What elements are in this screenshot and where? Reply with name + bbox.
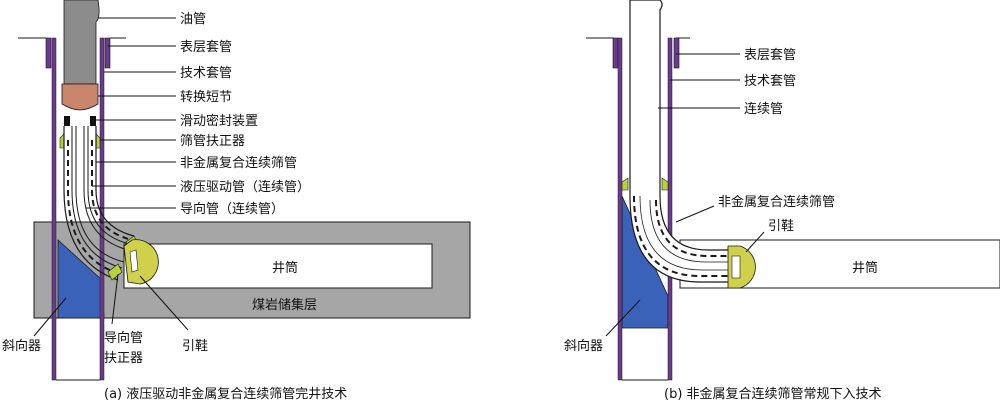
label-guide-shoe-b: 引鞋 <box>768 218 794 234</box>
label-wellbore-a: 井筒 <box>272 260 298 276</box>
label-surface-casing-b: 表层套管 <box>744 47 796 63</box>
oil-tube <box>63 0 100 85</box>
guide-tube-left-a <box>75 126 125 263</box>
lead-whipstock-a <box>33 297 67 337</box>
guide-shoe-b-inner <box>731 255 741 279</box>
label-nonmetal-screen-a: 非金属复合连续筛管 <box>180 155 297 171</box>
screen-tube-inner-a <box>95 126 135 237</box>
label-sliding-seal: 滑动密封装置 <box>180 113 258 129</box>
lead-guide-shoe-a <box>139 275 189 331</box>
guide-centralizer-a-1 <box>107 263 123 281</box>
label-technical-casing-a: 技术套管 <box>180 65 232 81</box>
diagram-a: 油管 表层套管 技术套管 转换短节 滑动密封装置 筛管扶正器 非金属复合连续筛管… <box>2 0 471 402</box>
caption-a: (a) 液压驱动非金属复合连续筛管完井技术 <box>104 386 347 402</box>
hydraulic-tube-left-a <box>71 126 123 269</box>
technical-casing-left-a <box>51 37 57 381</box>
label-wellbore-b: 井筒 <box>852 260 878 276</box>
screen-centralizer-left-b <box>621 177 629 191</box>
label-coiled-tube: 连续管 <box>744 101 783 117</box>
crossover-sub <box>61 83 99 111</box>
lead-nonmetal-screen-b <box>675 205 715 223</box>
sliding-seal-right <box>90 116 96 126</box>
lead-guide-centralizer <box>111 273 119 325</box>
screen-tube-outer-a <box>63 126 119 281</box>
label-whipstock-a: 斜向器 <box>2 338 41 354</box>
sliding-seal-left <box>64 116 70 126</box>
technical-casing-left-b <box>617 37 623 381</box>
screen-inner-line-b2 <box>649 199 732 263</box>
screen-inner-line-b <box>639 195 732 271</box>
technical-casing-right-a <box>99 37 105 381</box>
label-guide-shoe-a: 引鞋 <box>182 338 208 354</box>
surface-casing-left-b <box>612 37 619 69</box>
label-guide-tube: 导向管（连续管） <box>180 201 284 217</box>
label-whipstock-b: 斜向器 <box>564 338 603 354</box>
screen-tube-dash-right-a <box>91 140 133 241</box>
guide-tube-right-a <box>83 126 129 251</box>
label-surface-casing-a: 表层套管 <box>180 39 232 55</box>
lead-guide-shoe-b <box>745 231 765 253</box>
label-guide-centralizer-2: 扶正器 <box>104 351 143 366</box>
surface-casing-left-a <box>45 37 52 69</box>
screen-tube-dash-left-a <box>67 140 121 275</box>
label-oil-tube: 油管 <box>180 12 206 27</box>
coal-reservoir-layer <box>33 221 471 319</box>
surface-casing-right-a <box>104 37 111 69</box>
caption-b: (b) 非金属复合连续筛管常规下入技术 <box>664 386 882 402</box>
hydraulic-tube-right-a <box>87 126 131 245</box>
label-technical-casing-b: 技术套管 <box>744 73 796 89</box>
label-nonmetal-screen-b: 非金属复合连续筛管 <box>718 194 835 210</box>
screen-centralizer-right-b <box>661 177 669 191</box>
screen-dash-outer-b <box>633 195 732 277</box>
label-guide-centralizer-1: 导向管 <box>104 330 143 346</box>
diagram-b: 表层套管 技术套管 连续管 非金属复合连续筛管 引鞋 井筒 斜向器 (b) 非金… <box>564 0 1000 402</box>
surface-casing-right-b <box>673 37 680 69</box>
label-crossover-sub: 转换短节 <box>180 90 232 105</box>
label-hydraulic-tube: 液压驱动管（连续管） <box>180 179 310 195</box>
lead-whipstock-b <box>605 299 641 337</box>
label-screen-centralizer: 筛管扶正器 <box>180 134 245 149</box>
guide-shoe-a-inner <box>129 249 139 273</box>
technical-casing-right-b <box>667 37 673 381</box>
screen-dash-inner-b <box>655 199 732 257</box>
guide-shoe-a <box>123 239 159 285</box>
label-coal-reservoir: 煤岩储集层 <box>252 297 317 313</box>
